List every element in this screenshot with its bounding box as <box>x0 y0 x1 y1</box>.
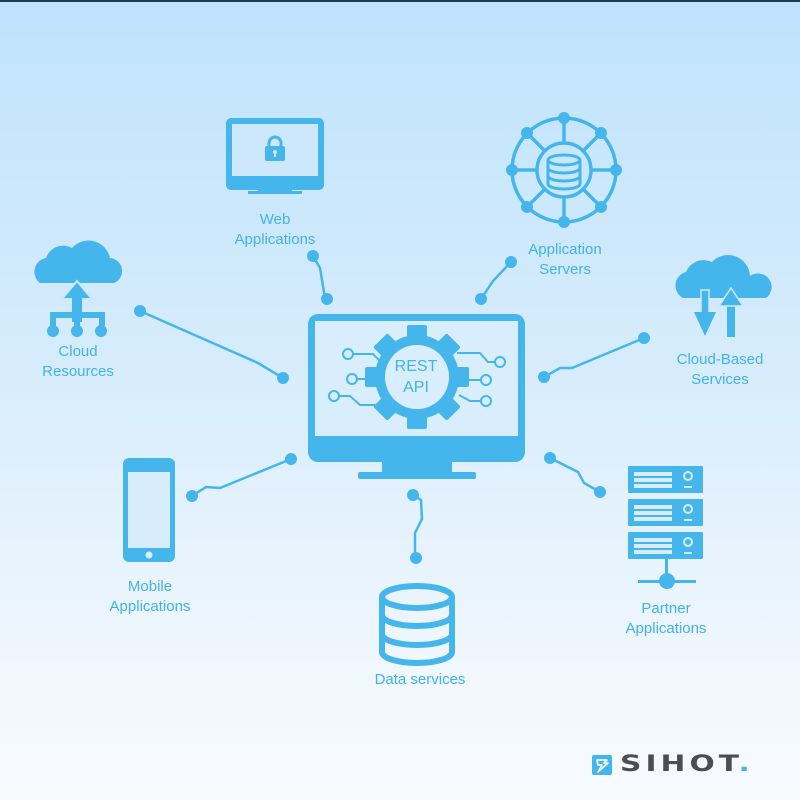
connector-dots <box>134 250 650 564</box>
connector-web <box>311 255 327 299</box>
brand-name-text: SIHOT <box>620 752 739 777</box>
label-cloud-based-services: Cloud-Based Services <box>677 350 764 390</box>
rest-api-line2: API <box>403 379 429 396</box>
smartphone-icon <box>123 458 175 562</box>
brand-name: SIHOT. <box>620 752 754 777</box>
rest-api-line1: REST <box>394 358 438 375</box>
label-line: Partner <box>641 600 691 617</box>
connector-app-servers <box>479 261 512 300</box>
network-database-icon <box>506 112 622 228</box>
label-line: Web <box>259 211 291 228</box>
label-line: Servers <box>539 261 591 278</box>
cloud-upload-icon <box>34 240 123 337</box>
brand-dot: . <box>738 752 754 777</box>
label-cloud-resources: Cloud Resources <box>42 342 114 382</box>
label-line: Mobile <box>127 578 173 595</box>
label-line: Cloud-Based <box>676 351 764 368</box>
label-application-servers: Application Servers <box>528 240 601 280</box>
label-line: Services <box>691 371 749 388</box>
label-line: Application <box>528 241 602 258</box>
server-rack-icon <box>628 466 703 589</box>
connectors <box>139 255 645 558</box>
label-line: Applications <box>109 598 191 615</box>
monitor-lock-icon <box>226 118 324 194</box>
monitor-gear-icon <box>308 314 525 479</box>
connector-cloud-services <box>543 336 645 379</box>
label-mobile-applications: Mobile Applications <box>110 577 191 617</box>
connector-cloud-resources <box>139 309 284 380</box>
label-line: Applications <box>625 620 707 637</box>
label-line: Resources <box>42 363 114 380</box>
connector-mobile <box>191 457 292 498</box>
label-web-applications: Web Applications <box>235 210 316 250</box>
label-data-services: Data services <box>375 670 466 690</box>
connector-data <box>412 493 424 558</box>
cloud-sync-icon <box>675 255 772 337</box>
brand-logo: SIHOT. <box>592 752 750 777</box>
label-line: Cloud <box>58 343 98 360</box>
database-icon <box>379 583 455 666</box>
rest-api-title: REST API <box>395 356 438 398</box>
top-border <box>0 0 800 2</box>
brand-mark-icon <box>592 754 612 775</box>
label-line: Data services <box>374 671 466 688</box>
connector-partner <box>549 456 601 494</box>
label-line: Applications <box>234 231 316 248</box>
label-partner-applications: Partner Applications <box>626 599 707 639</box>
